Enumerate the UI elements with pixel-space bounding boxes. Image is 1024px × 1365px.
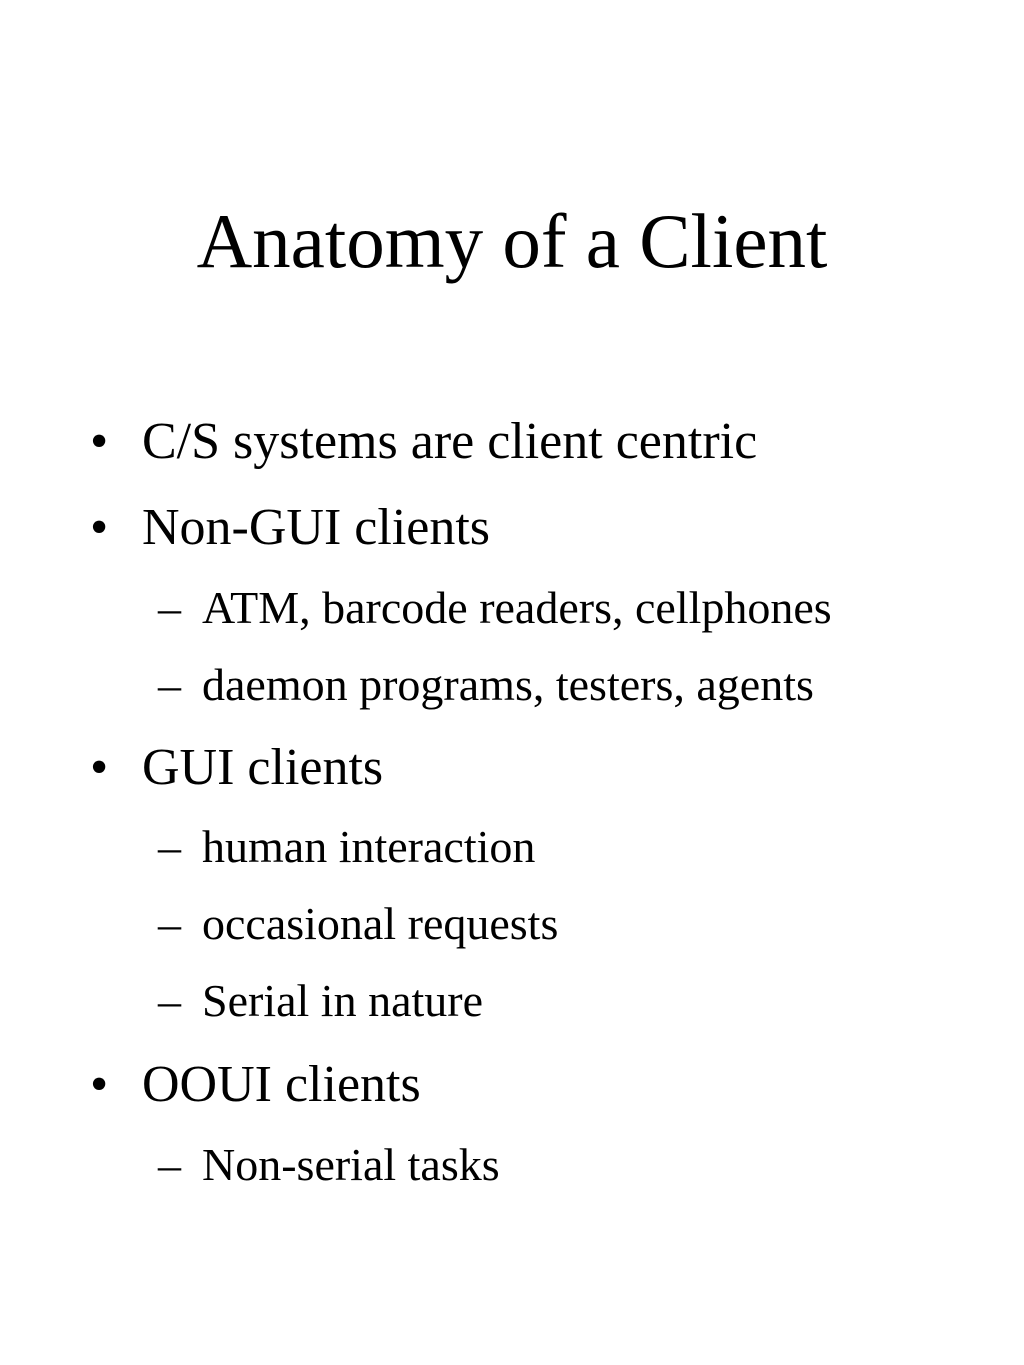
- bullet-text: OOUI clients: [142, 1056, 421, 1113]
- bullet-text: GUI clients: [142, 739, 384, 796]
- sub-bullet-text: occasional requests: [202, 898, 559, 949]
- sub-bullet-marker: –: [158, 659, 181, 710]
- bullet-marker: •: [90, 499, 109, 556]
- bullet-marker: •: [90, 739, 109, 796]
- sub-bullet-text: daemon programs, testers, agents: [202, 659, 814, 710]
- sub-bullet-marker: –: [158, 898, 181, 949]
- sub-bullet-text: Serial in nature: [202, 975, 484, 1026]
- bullet-text: C/S systems are client centric: [142, 413, 758, 470]
- sub-bullet-marker: –: [158, 1139, 181, 1190]
- bullet-text: Non-GUI clients: [142, 499, 491, 556]
- bullet-marker: •: [90, 413, 109, 470]
- sub-bullet-marker: –: [158, 975, 181, 1026]
- sub-bullet-text: ATM, barcode readers, cellphones: [202, 582, 832, 633]
- sub-bullet-text: human interaction: [202, 821, 536, 872]
- sub-bullet-text: Non-serial tasks: [202, 1139, 500, 1190]
- sub-bullet-marker: –: [158, 821, 181, 872]
- slide-title: Anatomy of a Client: [196, 198, 828, 284]
- sub-bullet-marker: –: [158, 582, 181, 633]
- bullet-marker: •: [90, 1056, 109, 1113]
